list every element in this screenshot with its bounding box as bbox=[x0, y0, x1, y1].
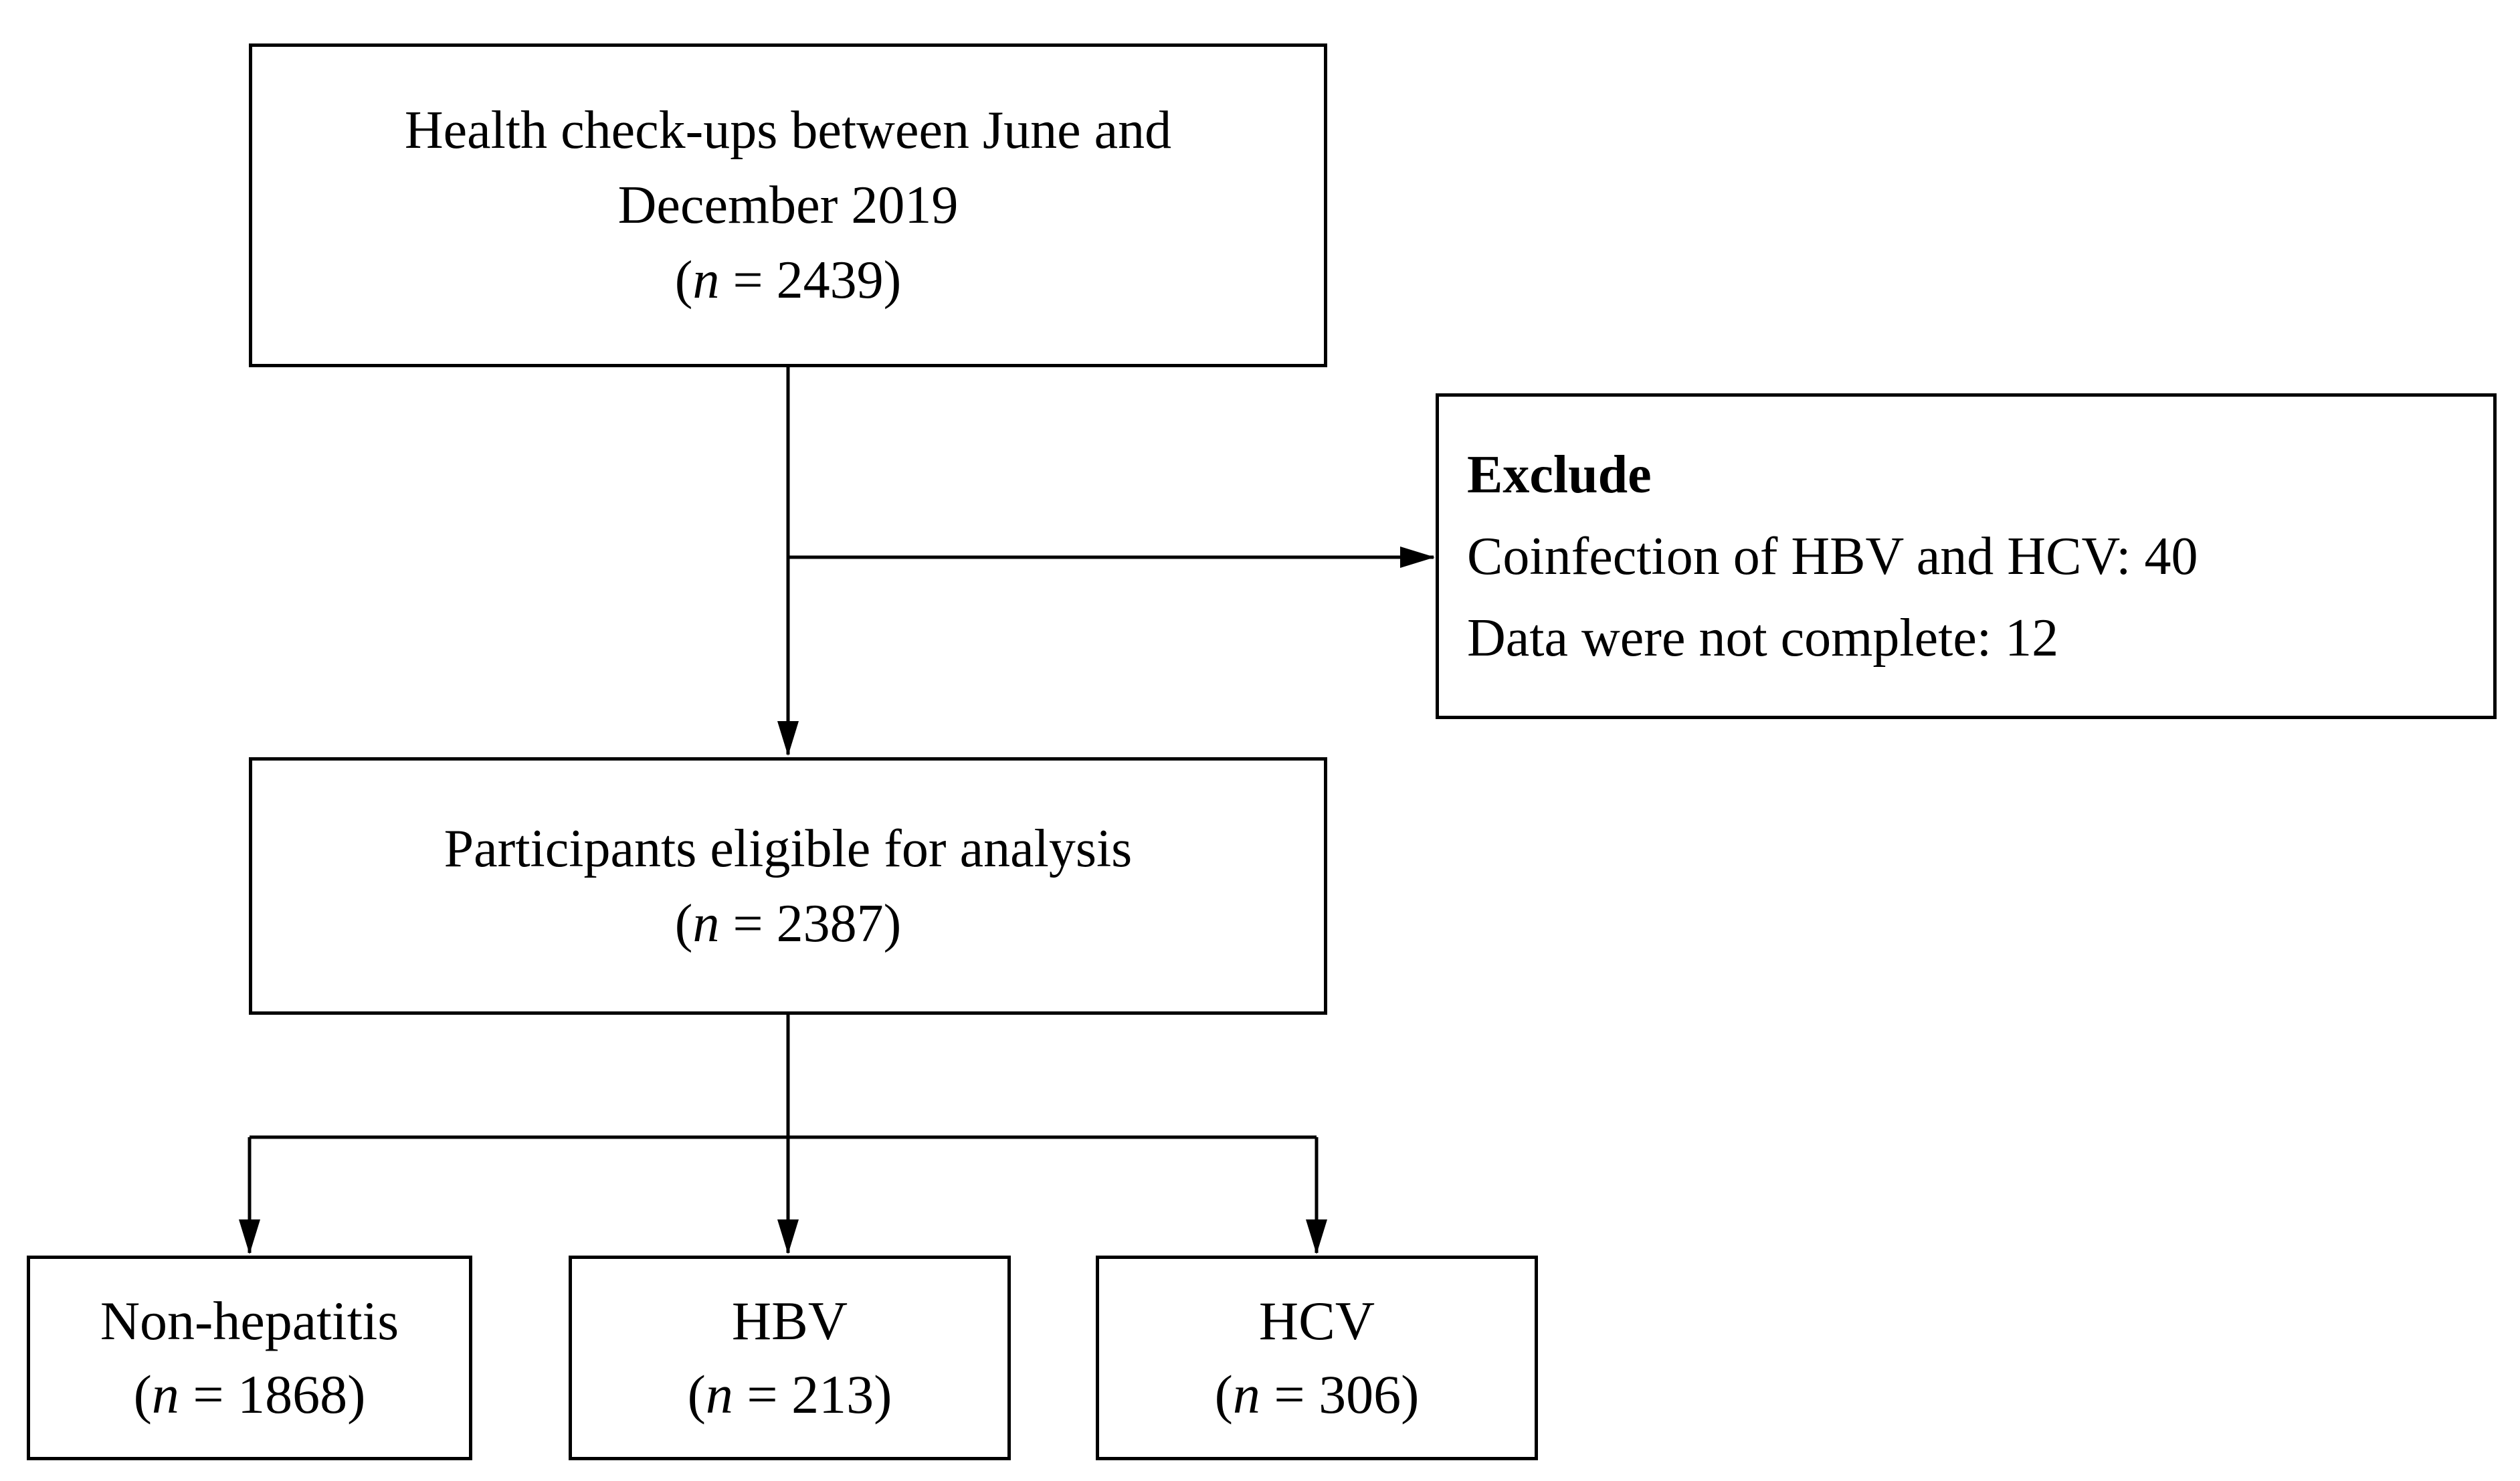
n-symbol: n bbox=[705, 1364, 733, 1425]
n-symbol: n bbox=[692, 894, 720, 953]
exclude-item-incomplete-data: Data were not complete: 12 bbox=[1467, 608, 2059, 668]
health-checkups-box: Health check-ups between June and Decemb… bbox=[249, 43, 1327, 367]
hbv-n-value: 213 bbox=[791, 1364, 874, 1425]
eligible-n-value: 2387 bbox=[776, 894, 884, 953]
hcv-n-value: 306 bbox=[1319, 1364, 1401, 1425]
checkups-n-value: 2439 bbox=[776, 251, 884, 310]
non-hepatitis-n-value: 1868 bbox=[237, 1364, 348, 1425]
non-hepatitis-group-box: Non-hepatitis (n = 1868) bbox=[27, 1256, 472, 1460]
exclude-item-coinfection: Coinfection of HBV and HCV: 40 bbox=[1467, 526, 2198, 586]
group-label-hcv: HCV bbox=[1258, 1290, 1375, 1351]
eligible-count: (n = 2387) bbox=[674, 894, 902, 953]
exclusion-box: Exclude Coinfection of HBV and HCV: 40 D… bbox=[1436, 393, 2497, 719]
n-symbol: n bbox=[1232, 1364, 1260, 1425]
group-count-hcv: (n = 306) bbox=[1214, 1364, 1420, 1425]
group-label-hbv: HBV bbox=[731, 1290, 848, 1351]
exclude-title: Exclude bbox=[1467, 445, 1652, 504]
n-symbol: n bbox=[692, 251, 720, 310]
group-label-non-hepatitis: Non-hepatitis bbox=[100, 1290, 399, 1351]
hbv-group-box: HBV (n = 213) bbox=[569, 1256, 1011, 1460]
n-symbol: n bbox=[151, 1364, 179, 1425]
eligible-label: Participants eligible for analysis bbox=[444, 819, 1133, 878]
checkups-label-line1: Health check-ups between June and bbox=[404, 101, 1172, 160]
checkups-label-line2: December 2019 bbox=[617, 176, 959, 235]
group-count-hbv: (n = 213) bbox=[687, 1364, 892, 1425]
group-count-non-hepatitis: (n = 1868) bbox=[133, 1364, 366, 1425]
hcv-group-box: HCV (n = 306) bbox=[1096, 1256, 1538, 1460]
eligible-participants-box: Participants eligible for analysis (n = … bbox=[249, 757, 1327, 1015]
checkups-count: (n = 2439) bbox=[674, 251, 902, 310]
